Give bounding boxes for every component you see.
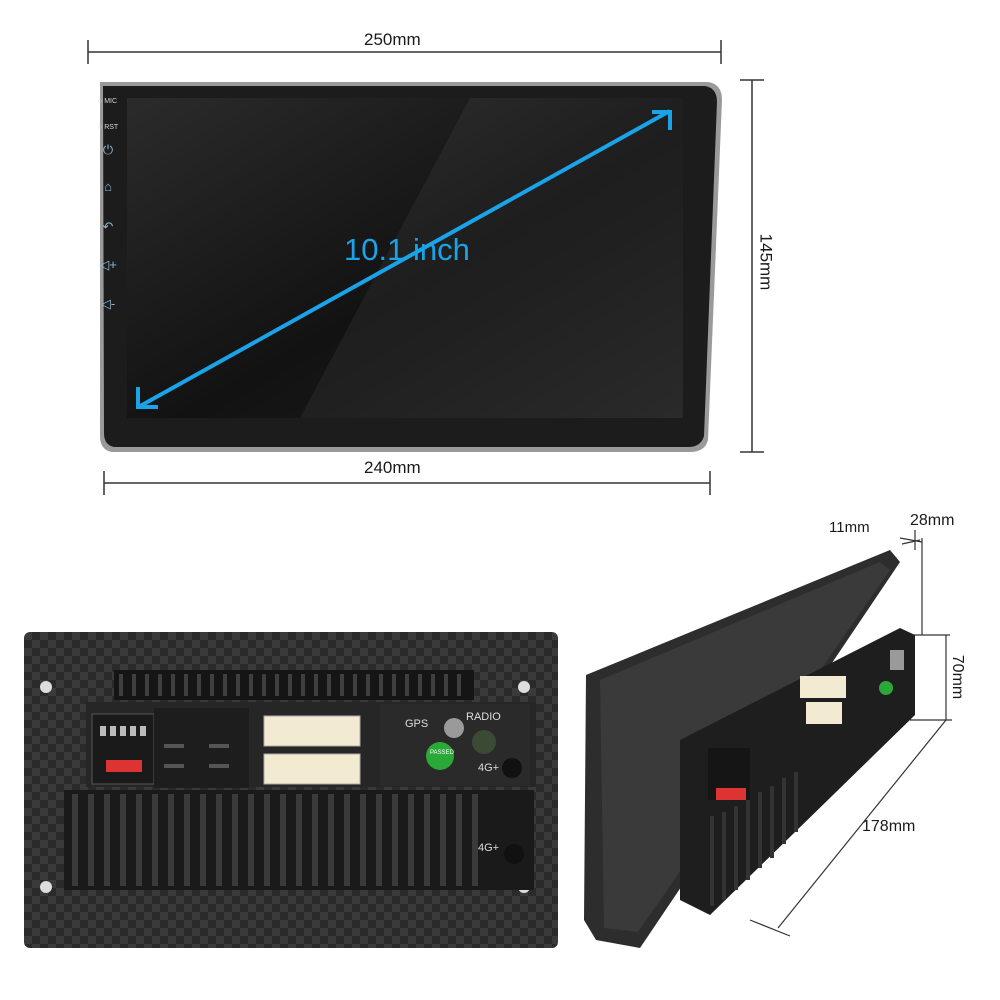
side-chassis [680, 628, 915, 915]
home-icon[interactable]: ⌂ [104, 179, 112, 194]
power-icon[interactable]: ⏻ [102, 142, 114, 157]
dim-label-11: 11mm [829, 519, 870, 536]
dim-label-70: 70mm [949, 654, 967, 700]
mic-label: ○ MIC [98, 98, 118, 105]
diagonal-arrow [136, 109, 672, 409]
volume-down-icon[interactable]: ◁- [100, 296, 116, 311]
dimension-lines-top [87, 40, 764, 495]
gps-label: GPS [405, 718, 429, 730]
rst-label: ○ RST [98, 124, 119, 131]
dim-label-28: 28mm [910, 512, 955, 529]
back-icon[interactable]: ↶ [102, 219, 114, 234]
dim-label-240: 240mm [364, 458, 421, 477]
back-chassis-details [40, 670, 536, 893]
side-view [584, 530, 952, 948]
dim-label-250: 250mm [364, 30, 421, 49]
dim-label-178: 178mm [862, 818, 916, 835]
fourg-label: 4G+ [478, 762, 500, 774]
radio-label: RADIO [466, 711, 501, 723]
fourg-label-lower: 4G+ [478, 842, 500, 854]
pass-badge: PASSED [430, 750, 454, 756]
screen-diagonal-label: 10.1 inch [344, 232, 470, 267]
volume-up-icon[interactable]: ◁+ [99, 257, 117, 272]
dim-label-145: 145mm [756, 233, 776, 291]
